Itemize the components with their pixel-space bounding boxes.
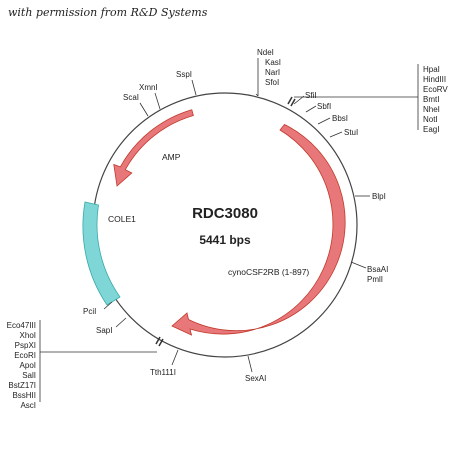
site-tth111i: Tth111I <box>150 368 176 377</box>
insert-label: cynoCSF2RB (1-897) <box>228 267 309 277</box>
mcs-left-2: PspXI <box>15 341 36 350</box>
mcs-right-3: BmtI <box>423 95 439 104</box>
mcs-left-4: ApoI <box>20 361 36 370</box>
permission-note: with permission from R&D Systems <box>8 6 208 19</box>
site-bbsi: BbsI <box>332 114 348 123</box>
mcs-right-tick-2 <box>290 98 296 107</box>
site-kasi: KasI <box>265 58 281 67</box>
amp-arrow <box>113 109 194 187</box>
mcs-left-3: EcoRI <box>14 351 36 360</box>
site-sfii: SfiI <box>305 91 317 100</box>
mcs-left-7: BssHII <box>12 391 36 400</box>
plasmid-backbone <box>92 92 358 358</box>
site-sspi: SspI <box>176 70 192 79</box>
mcs-right-5: NotI <box>423 115 438 124</box>
site-stui: StuI <box>344 128 358 137</box>
mcs-left-tick-1 <box>155 336 161 345</box>
mcs-right-tick-1 <box>287 96 293 105</box>
mcs-left-0: Eco47III <box>7 321 36 330</box>
site-pcii: PciI <box>83 307 96 316</box>
cole1-label: COLE1 <box>108 214 136 224</box>
mcs-left-8: AscI <box>20 401 36 410</box>
mcs-left-tick-2 <box>158 338 164 347</box>
site-scai: ScaI <box>123 93 139 102</box>
plasmid-size: 5441 bps <box>199 233 251 247</box>
site-sfoi: SfoI <box>265 78 279 87</box>
site-xmni: XmnI <box>139 83 158 92</box>
mcs-right-0: HpaI <box>423 65 440 74</box>
mcs-right-2: EcoRV <box>423 85 448 94</box>
site-nari: NarI <box>265 68 280 77</box>
mcs-left-6: BstZ17I <box>8 381 36 390</box>
site-blpi: BlpI <box>372 192 386 201</box>
mcs-right-6: EagI <box>423 125 439 134</box>
cynocsf2rb-arrow <box>171 124 346 336</box>
site-ndei: NdeI <box>257 48 274 57</box>
plasmid-name: RDC3080 <box>192 205 258 222</box>
site-sapi: SapI <box>96 326 112 335</box>
mcs-right-4: NheI <box>423 105 440 114</box>
site-sbfi: SbfI <box>317 102 331 111</box>
site-bsaai: BsaAI <box>367 265 388 274</box>
mcs-right-1: HindIII <box>423 75 446 84</box>
mcs-left-5: SalI <box>22 371 36 380</box>
cole1-block <box>82 201 121 306</box>
site-sexai: SexAI <box>245 374 266 383</box>
mcs-left-1: XhoI <box>20 331 36 340</box>
site-pmli: PmlI <box>367 275 383 284</box>
amp-label: AMP <box>162 152 181 162</box>
